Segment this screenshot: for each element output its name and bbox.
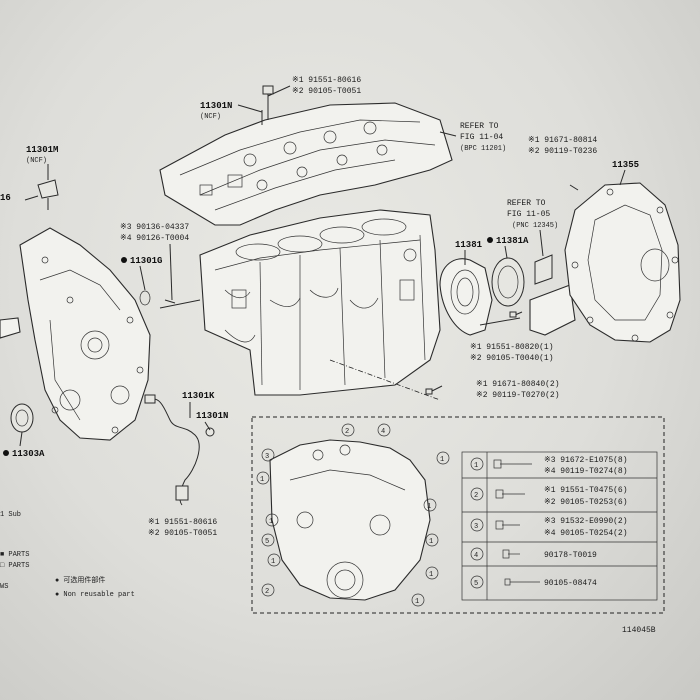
svg-text:1: 1 xyxy=(415,598,419,606)
callout-table: 1 ※3 91672-E1075(8) ※4 90119-T0274(8) 2 … xyxy=(470,456,628,589)
svg-text:3: 3 xyxy=(265,453,269,461)
svg-text:● Non reusable part: ● Non reusable part xyxy=(55,591,135,599)
part-label-11355: 11355 xyxy=(612,160,639,170)
svg-text:※1 91551-80820(1): ※1 91551-80820(1) xyxy=(470,343,554,352)
svg-text:(BPC 11201): (BPC 11201) xyxy=(460,145,506,153)
svg-text:1: 1 xyxy=(474,462,478,470)
non-reusable-dot xyxy=(487,237,493,243)
svg-text:□ PARTS: □ PARTS xyxy=(0,562,29,570)
sensor-part xyxy=(37,179,59,199)
part-label-11301k: 11301K xyxy=(182,391,215,401)
svg-text:※4 90105-T0254(2): ※4 90105-T0254(2) xyxy=(544,529,628,538)
svg-text:3: 3 xyxy=(474,523,478,531)
cylinder-head xyxy=(159,85,453,226)
left-bracket xyxy=(0,317,21,339)
svg-text:● 可选用件部件: ● 可选用件部件 xyxy=(55,575,105,585)
table-row: 3 ※3 91532-E0990(2) ※4 90105-T0254(2) xyxy=(470,517,628,538)
svg-text:WS: WS xyxy=(0,583,8,591)
reference-notes: ※1 91551-80616 ※2 90105-T0051 ※3 90136-0… xyxy=(120,76,597,538)
table-row: 2 ※1 91551-T0475(6) ※2 90105-T0253(6) xyxy=(470,486,628,507)
non-reusable-dot xyxy=(3,450,9,456)
part-label-11381a: 11381A xyxy=(496,236,529,246)
svg-text:2: 2 xyxy=(265,588,269,596)
detail-callouts: 2 4 3 1 1 1 5 1 2 1 1 1 1 xyxy=(256,423,450,607)
svg-text:※3 91672-E1075(8): ※3 91672-E1075(8) xyxy=(544,456,628,465)
bolts xyxy=(425,311,523,395)
legend: 1 Sub ■ PARTS □ PARTS WS ● 可选用件部件 ● Non … xyxy=(0,511,135,599)
detail-box: 2 4 3 1 1 1 5 1 2 1 1 1 1 xyxy=(251,416,665,614)
svg-text:■ PARTS: ■ PARTS xyxy=(0,551,29,559)
svg-text:(NCF): (NCF) xyxy=(26,157,47,165)
svg-text:※1 91551-80616: ※1 91551-80616 xyxy=(148,518,217,527)
o-ring xyxy=(139,290,151,306)
svg-text:90105-08474: 90105-08474 xyxy=(544,579,597,588)
svg-text:1: 1 xyxy=(429,571,433,579)
cylinder-block xyxy=(159,209,441,401)
svg-text:1: 1 xyxy=(440,456,444,464)
part-label-16: 16 xyxy=(0,193,11,203)
svg-text:1: 1 xyxy=(269,518,273,526)
part-label-11381: 11381 xyxy=(455,240,483,250)
seal-cover-plate xyxy=(529,284,576,336)
svg-text:※1 91551-80616: ※1 91551-80616 xyxy=(292,76,361,85)
arrow-marker xyxy=(534,254,553,285)
svg-text:1: 1 xyxy=(429,538,433,546)
svg-text:※2 90105-T0051: ※2 90105-T0051 xyxy=(148,529,217,538)
svg-text:90178-T0019: 90178-T0019 xyxy=(544,551,597,560)
svg-text:2: 2 xyxy=(474,492,478,500)
svg-text:REFER TO: REFER TO xyxy=(460,122,499,131)
table-row: 1 ※3 91672-E1075(8) ※4 90119-T0274(8) xyxy=(470,456,628,476)
svg-text:※2 90105-T0051: ※2 90105-T0051 xyxy=(292,87,361,96)
svg-text:※2 90119-T0270(2): ※2 90119-T0270(2) xyxy=(476,391,560,400)
part-label-11301n: 11301N xyxy=(200,101,232,111)
svg-text:※4 90119-T0274(8): ※4 90119-T0274(8) xyxy=(544,467,628,476)
svg-text:※1 91671-80840(2): ※1 91671-80840(2) xyxy=(476,380,560,389)
svg-text:※2 90105-T0040(1): ※2 90105-T0040(1) xyxy=(470,354,554,363)
svg-text:1: 1 xyxy=(271,558,275,566)
svg-text:1: 1 xyxy=(260,476,264,484)
svg-text:※1 91671-80814: ※1 91671-80814 xyxy=(528,136,597,145)
svg-text:※2 90105-T0253(6): ※2 90105-T0253(6) xyxy=(544,498,628,507)
part-label-11301n-mid: 11301N xyxy=(196,411,228,421)
svg-text:1 Sub: 1 Sub xyxy=(0,511,21,519)
sensor-harness xyxy=(144,394,215,506)
part-labels: 11301N (NCF) 11301M (NCF) 16 11301G 1130… xyxy=(0,101,639,459)
rear-oil-seal xyxy=(491,257,525,307)
svg-text:※2 90119-T0236: ※2 90119-T0236 xyxy=(528,147,597,156)
svg-text:※4 90126-T0004: ※4 90126-T0004 xyxy=(120,234,189,243)
svg-text:4: 4 xyxy=(474,552,478,560)
svg-text:5: 5 xyxy=(474,580,478,588)
part-label-11301g: 11301G xyxy=(130,256,162,266)
figure-code: 114045B xyxy=(622,626,656,635)
part-label-11301m: 11301M xyxy=(26,145,58,155)
non-reusable-dot xyxy=(121,257,127,263)
table-row: 5 90105-08474 xyxy=(470,575,597,589)
svg-text:4: 4 xyxy=(381,428,385,436)
svg-text:2: 2 xyxy=(345,428,349,436)
svg-text:※3 90136-04337: ※3 90136-04337 xyxy=(120,223,189,232)
svg-text:1: 1 xyxy=(427,503,431,511)
svg-text:※1 91551-T0475(6): ※1 91551-T0475(6) xyxy=(544,486,628,495)
end-plate xyxy=(564,182,681,343)
svg-text:※3 91532-E0990(2): ※3 91532-E0990(2) xyxy=(544,517,628,526)
part-label-11303a: 11303A xyxy=(12,449,45,459)
svg-text:FIG 11-04: FIG 11-04 xyxy=(460,133,503,142)
front-crank-seal xyxy=(10,403,34,433)
svg-text:(NCF): (NCF) xyxy=(200,113,221,121)
timing-chain-cover xyxy=(19,227,151,441)
svg-text:5: 5 xyxy=(265,538,269,546)
svg-text:REFER TO: REFER TO xyxy=(507,199,546,208)
rear-oil-seal-retainer xyxy=(439,258,493,336)
svg-text:(PNC 12345): (PNC 12345) xyxy=(512,222,558,230)
svg-text:FIG 11-05: FIG 11-05 xyxy=(507,210,550,219)
table-row: 4 90178-T0019 xyxy=(470,547,597,561)
